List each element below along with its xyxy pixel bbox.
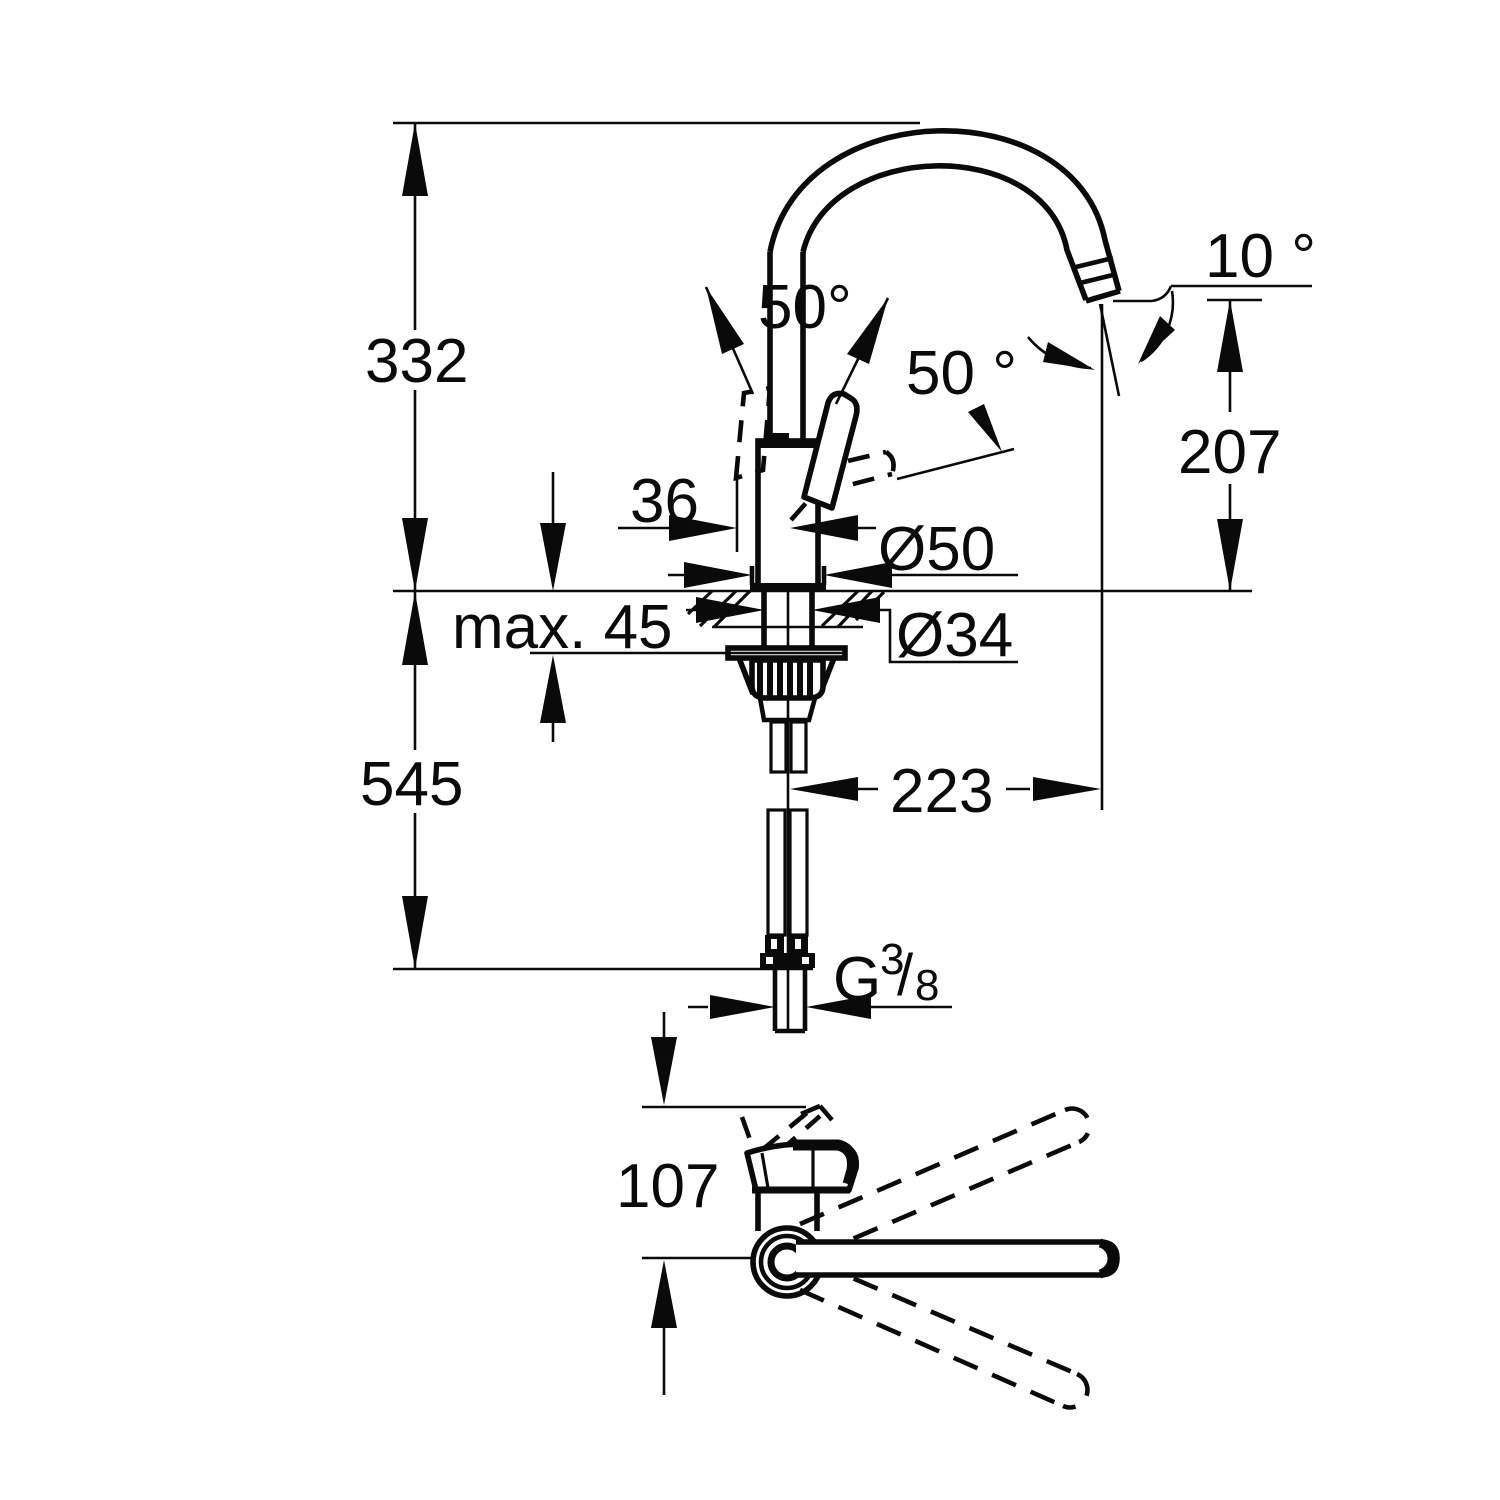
front-view bbox=[393, 128, 1252, 1034]
dim-thread: G 3 / 8 bbox=[688, 935, 952, 1019]
aerator-bands bbox=[1075, 255, 1118, 286]
dim-50deg-front: 50° bbox=[704, 273, 890, 405]
riser-pipe bbox=[767, 252, 806, 441]
dim-332: 332 bbox=[365, 123, 468, 591]
spout-arch bbox=[767, 128, 1122, 304]
nut-ribs bbox=[757, 661, 813, 697]
plan-spout-dashed-up bbox=[799, 1106, 1092, 1258]
dim-dia34: Ø34 bbox=[686, 597, 1018, 670]
dim-thread-denominator: 8 bbox=[915, 961, 939, 1010]
dim-50deg-open-label: 50 ° bbox=[906, 339, 1017, 408]
dim-dia50: Ø50 bbox=[668, 515, 1018, 588]
dim-545: 545 bbox=[360, 592, 463, 969]
dim-50deg-front-label: 50° bbox=[758, 273, 852, 342]
dim-545-label: 545 bbox=[360, 750, 463, 819]
dim-207: 207 bbox=[1178, 298, 1281, 591]
dim-max45-label: max. 45 bbox=[452, 593, 673, 662]
dim-10deg: 10 ° bbox=[1026, 222, 1316, 810]
dim-107-label: 107 bbox=[616, 1152, 719, 1221]
plan-spout-solid bbox=[796, 1239, 1120, 1278]
cartridge-pin bbox=[771, 433, 789, 442]
dimensions: 332 545 max. 45 36 Ø50 bbox=[360, 121, 1316, 1395]
dim-107: 107 bbox=[616, 1012, 806, 1395]
lever-closed-dashed bbox=[733, 385, 773, 482]
dim-max45: max. 45 bbox=[452, 472, 845, 742]
lever-open-dashed bbox=[789, 449, 896, 522]
dim-10deg-label: 10 ° bbox=[1205, 222, 1316, 291]
dim-36: 36 bbox=[618, 458, 876, 552]
nut-tail bbox=[757, 697, 818, 723]
dim-223-label: 223 bbox=[890, 757, 993, 826]
dim-332-label: 332 bbox=[365, 327, 468, 396]
plan-lever-blade bbox=[744, 1139, 860, 1193]
dim-dia50-label: Ø50 bbox=[878, 515, 995, 584]
thread-pipe bbox=[772, 969, 808, 1034]
dim-207-label: 207 bbox=[1178, 418, 1281, 487]
spout-tip-face bbox=[1085, 288, 1121, 304]
dim-thread-g: G bbox=[833, 945, 881, 1014]
plan-view bbox=[739, 1103, 1120, 1410]
shank bbox=[761, 592, 815, 648]
dim-dia34-label: Ø34 bbox=[896, 601, 1013, 670]
plan-hidden-edges bbox=[739, 1103, 834, 1154]
lever-solid bbox=[801, 390, 860, 511]
dim-223: 223 bbox=[790, 757, 1101, 826]
hose-union-nut bbox=[760, 953, 815, 968]
dim-36-label: 36 bbox=[630, 467, 699, 536]
supply-hoses bbox=[760, 720, 815, 1034]
dim-thread-numerator: 3 bbox=[880, 935, 904, 984]
dim-50deg-open: 50 ° bbox=[896, 339, 1017, 481]
plan-spout-dashed-down bbox=[799, 1259, 1090, 1410]
plan-spout-solid-cap bbox=[1098, 1238, 1117, 1279]
plan-body-column bbox=[752, 1186, 850, 1231]
faucet-body bbox=[749, 433, 827, 591]
dim-thread-slash: / bbox=[897, 943, 914, 1008]
